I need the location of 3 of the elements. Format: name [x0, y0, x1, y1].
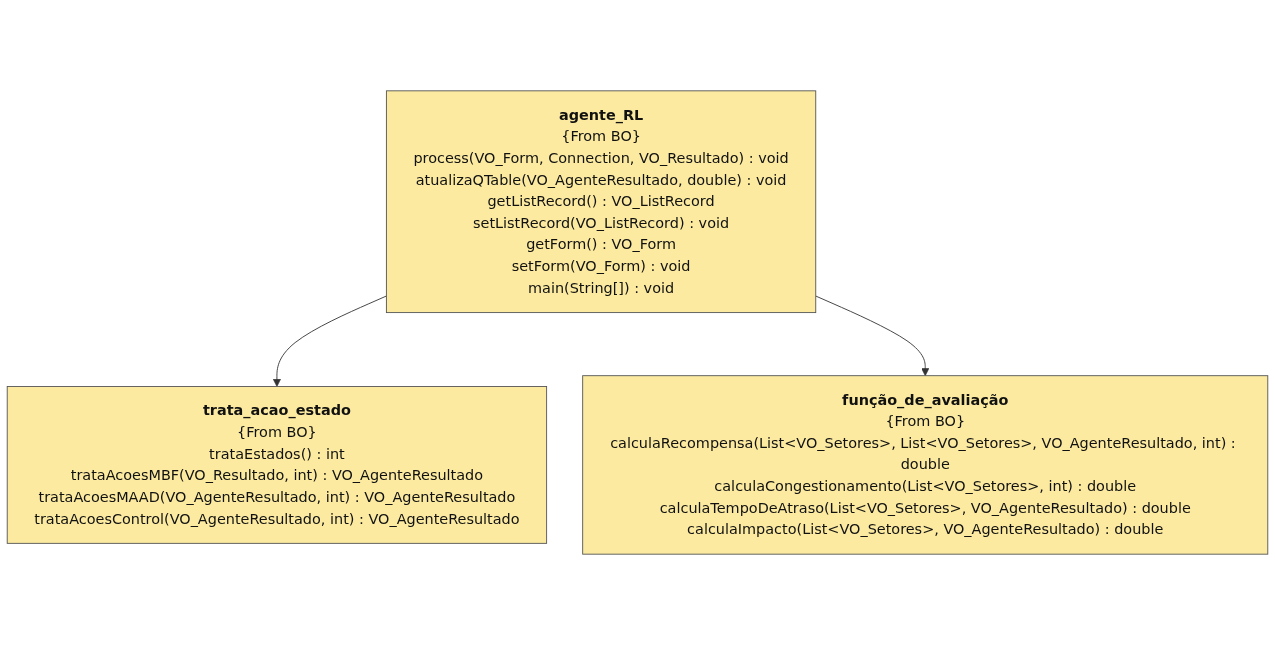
- node-box: agente_RL {From BO} process(VO_Form, Connection, VO_Resultado) : void atualizaQTable(VO_AgenteResultado, double) : void getListRecord() : VO_ListRecord setListRecord(VO_ListRecord) : void getForm() : VO_Form setForm(VO_Form) : void main(String[]) : void: [385, 90, 817, 314]
- node-box: função_de_avaliação {From BO} calculaRecompensa(List<VO_Setores>, List<VO_Setores>, VO_AgenteResultado, int) : double calculaCongestionamento(List<VO_Setores>, int) : double calculaTempoDeAtraso(List<VO_Setores>, VO_AgenteResultado) : double calculaImpacto(List<VO_Setores>, VO_AgenteResultado) : double: [582, 375, 1269, 555]
- node-box: trata_acao_estado {From BO} trataEstados() : int trataAcoesMBF(VO_Resultado, int) : VO_AgenteResultado trataAcoesMAAD(VO_AgenteResultado, int) : VO_AgenteResultado trataAcoesControl(VO_AgenteResultado, int) : VO_AgenteResultado: [6, 386, 548, 544]
